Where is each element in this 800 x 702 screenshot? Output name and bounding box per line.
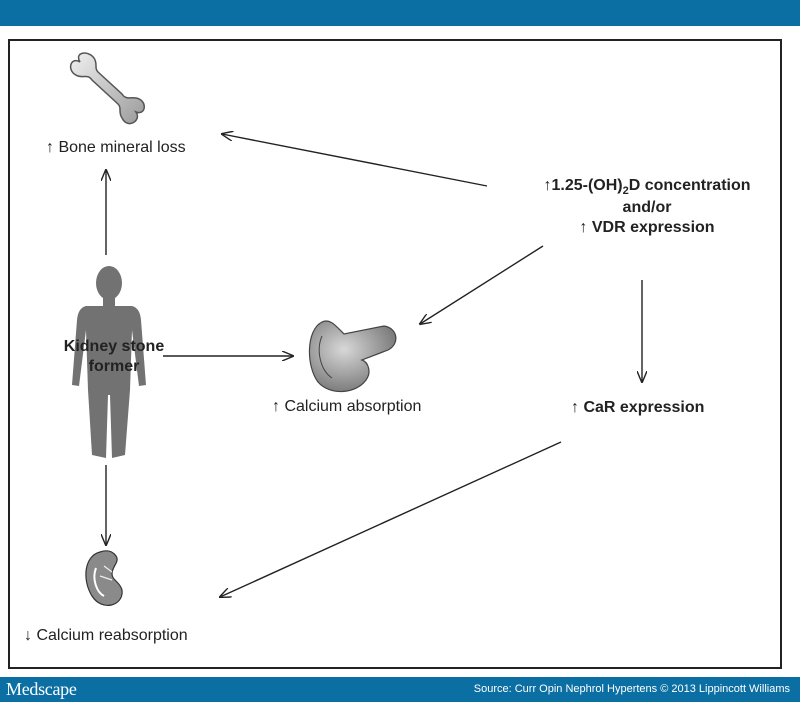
bone-icon	[69, 52, 145, 125]
person-line2: former	[88, 358, 140, 375]
medscape-logo[interactable]: Medscape	[6, 679, 77, 699]
arrow-car-to-kidney	[220, 441, 562, 597]
kidney-icon	[85, 550, 123, 606]
bone-arrow: ↑	[46, 139, 54, 156]
vitd-line1-a: 1.25-(OH)	[551, 177, 623, 194]
vitd-arrow-1: ↑	[543, 177, 552, 194]
vitd-line1-sub: 2	[622, 185, 629, 198]
vitd-line1: ↑1.25-(OH)2D concentration	[522, 177, 772, 197]
bone-mineral-loss-label: ↑ Bone mineral loss	[46, 139, 186, 157]
vitd-line3-text: VDR expression	[591, 219, 715, 237]
bone-text: Bone mineral loss	[58, 139, 186, 156]
intestine-text: Calcium absorption	[284, 398, 422, 415]
car-arrow: ↑	[571, 399, 579, 416]
kidney-arrow: ↓	[24, 627, 32, 644]
arrow-vitd-to-intestine	[420, 245, 544, 324]
person-label: Kidney stone former	[44, 337, 184, 377]
vitd-line1-b: D concentration	[628, 177, 751, 194]
car-expression-label: ↑ CaR expression	[571, 399, 704, 417]
human-figure-icon	[72, 266, 146, 458]
header-bar	[0, 0, 800, 26]
vitd-line2: and/or	[622, 199, 672, 217]
source-citation: Source: Curr Opin Nephrol Hypertens © 20…	[473, 683, 790, 695]
intestine-icon	[308, 320, 397, 393]
vitd-line3: ↑ VDR expression	[522, 219, 772, 237]
footer-bar: Medscape Source: Curr Opin Nephrol Hyper…	[0, 677, 800, 702]
arrow-vitd-to-bone	[222, 134, 488, 187]
kidney-text: Calcium reabsorption	[36, 627, 188, 644]
calcium-reabsorption-label: ↓ Calcium reabsorption	[24, 627, 188, 645]
vitd-label: ↑1.25-(OH)2D concentration and/or ↑ VDR …	[522, 177, 772, 237]
intestine-arrow: ↑	[272, 398, 280, 415]
calcium-absorption-label: ↑ Calcium absorption	[272, 398, 421, 416]
car-text: CaR expression	[583, 399, 705, 416]
person-line1: Kidney stone	[63, 338, 165, 355]
vitd-arrow-3: ↑	[579, 219, 588, 237]
